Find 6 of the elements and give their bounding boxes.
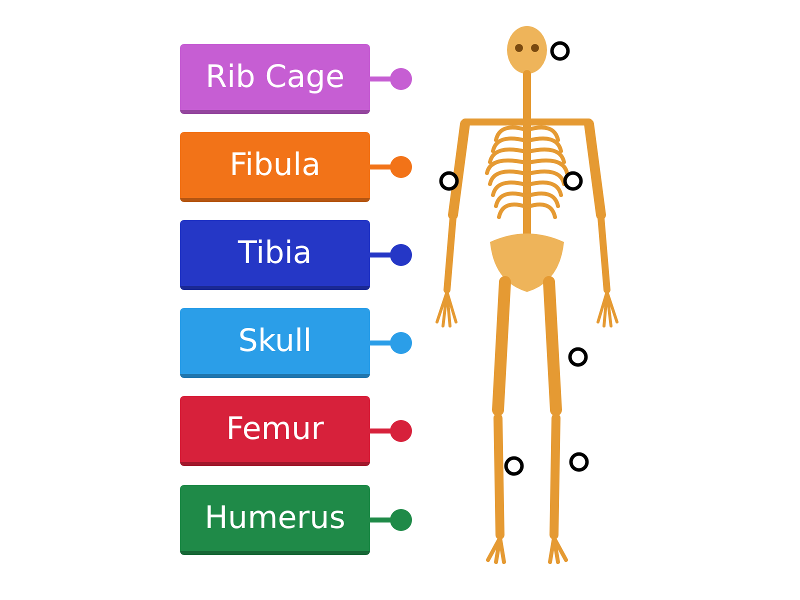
label-tile: Tibia <box>180 220 370 290</box>
label-tile: Fibula <box>180 132 370 202</box>
label-tile: Femur <box>180 396 370 466</box>
label-tile: Skull <box>180 308 370 378</box>
label-tile: Rib Cage <box>180 44 370 114</box>
label-tile: Humerus <box>180 485 370 555</box>
